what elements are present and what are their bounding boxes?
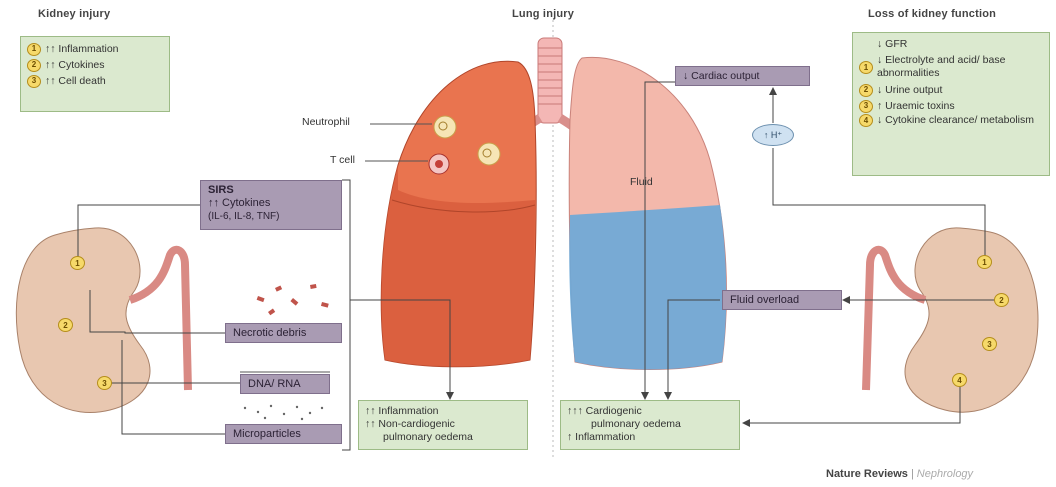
journal-name: Nephrology: [917, 468, 973, 480]
neutrophil-label: Neutrophil: [302, 116, 350, 128]
left-kidney-badge: 1: [70, 256, 85, 270]
microparticles-icon: [244, 405, 323, 420]
right-kidney-badge: 1: [977, 255, 992, 269]
journal-credit: Nature Reviews|Nephrology: [826, 468, 973, 480]
right-kidney-badge: 3: [982, 337, 997, 351]
fluid-label: Fluid: [630, 176, 653, 188]
number-badge: 2: [27, 59, 41, 72]
loss-item: 3↑ Uraemic toxins: [859, 98, 1043, 114]
cardiogenic-box: ↑↑↑ Cardiogenic pulmonary oedema ↑ Infla…: [560, 400, 740, 450]
non-cardiogenic-box: ↑↑ Inflammation ↑↑ Non-cardiogenic pulmo…: [358, 400, 528, 450]
necrotic-debris-box: Necrotic debris: [225, 323, 342, 343]
sirs-box: SIRS ↑↑ Cytokines (IL-6, IL-8, TNF): [200, 180, 342, 230]
brand-name: Nature Reviews: [826, 468, 908, 480]
loss-kidney-function-title: Loss of kidney function: [868, 8, 996, 20]
right-kidney-icon: [866, 228, 1038, 412]
loss-item: ↓ GFR: [859, 36, 1043, 52]
fluid-overload-box: Fluid overload: [722, 290, 842, 310]
loss-item: 1↓ Electrolyte and acid/ base abnormalit…: [859, 54, 1043, 80]
result-line: ↑ Inflammation: [567, 431, 733, 444]
neutrophil-cell-icon: [478, 143, 500, 165]
t-cell-icon: [429, 154, 449, 174]
number-badge: 2: [859, 84, 873, 97]
result-line: ↑↑ Inflammation: [365, 405, 521, 418]
left-kidney-badge: 3: [97, 376, 112, 390]
hydrogen-ion-label: ↑ H⁺: [752, 124, 794, 146]
number-badge: 1: [27, 43, 41, 56]
kidney-injury-box: 1↑↑ Inflammation 2↑↑ Cytokines 3↑↑ Cell …: [20, 36, 170, 112]
result-line: pulmonary oedema: [567, 418, 733, 431]
number-badge: 4: [859, 114, 873, 127]
sirs-title: SIRS: [208, 184, 334, 197]
microparticles-box: Microparticles: [225, 424, 342, 444]
result-line: ↑↑↑ Cardiogenic: [567, 405, 733, 418]
result-line: ↑↑ Non-cardiogenic: [365, 418, 521, 431]
neutrophil-cell-icon: [434, 116, 456, 138]
sirs-line: (IL-6, IL-8, TNF): [208, 210, 334, 223]
lung-injury-title: Lung injury: [512, 8, 574, 20]
kidney-injury-item: 1↑↑ Inflammation: [27, 41, 163, 57]
kidney-injury-title: Kidney injury: [38, 8, 110, 20]
dna-rna-box: DNA/ RNA: [240, 374, 330, 394]
kidney-injury-item: 2↑↑ Cytokines: [27, 57, 163, 73]
loss-item: 4↓ Cytokine clearance/ metabolism: [859, 114, 1043, 127]
right-kidney-badge: 4: [952, 373, 967, 387]
debris-particles-icon: [257, 284, 329, 315]
number-badge: 3: [859, 100, 873, 113]
sirs-line: ↑↑ Cytokines: [208, 197, 334, 210]
left-kidney-badge: 2: [58, 318, 73, 332]
left-lung-icon: [381, 61, 536, 367]
separator: |: [911, 468, 914, 480]
loss-kidney-function-box: ↓ GFR 1↓ Electrolyte and acid/ base abno…: [852, 32, 1050, 176]
result-line: pulmonary oedema: [365, 431, 521, 444]
number-badge: 1: [859, 61, 873, 74]
cardiac-output-box: ↓ Cardiac output: [675, 66, 810, 86]
loss-item: 2↓ Urine output: [859, 82, 1043, 98]
number-badge: 3: [27, 75, 41, 88]
right-kidney-badge: 2: [994, 293, 1009, 307]
right-lung-icon: [569, 57, 726, 369]
kidney-injury-item: 3↑↑ Cell death: [27, 73, 163, 89]
t-cell-label: T cell: [330, 154, 355, 166]
